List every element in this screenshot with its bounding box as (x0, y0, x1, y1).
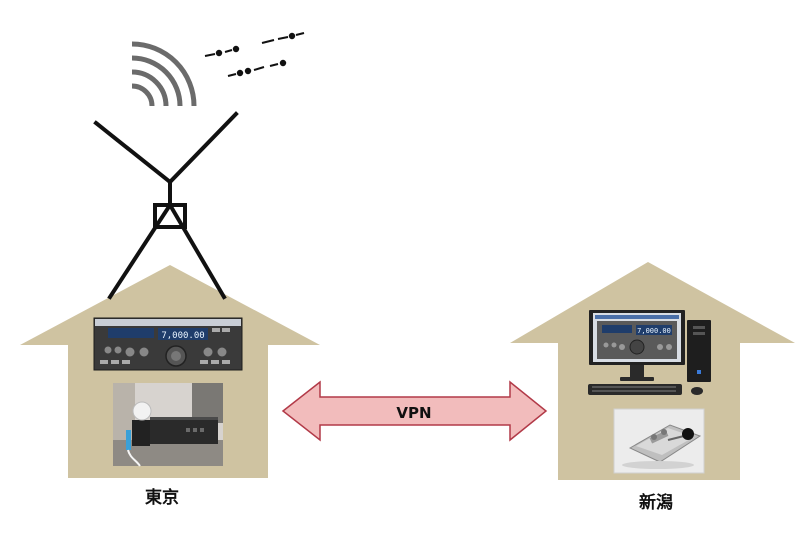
morse-code-icon (204, 32, 305, 77)
monitor-frequency-display: 7,000.00 (637, 327, 671, 335)
niigata-label: 新潟 (639, 492, 673, 513)
tower-pc-icon (687, 320, 711, 382)
mini-pc-photo (113, 383, 223, 467)
vpn-double-arrow (281, 380, 548, 442)
transceiver-icon: 7,000.00 (93, 317, 243, 371)
keyboard-icon (588, 384, 682, 395)
vpn-label: VPN (396, 404, 431, 422)
niigata-house (510, 262, 795, 480)
radio-frequency-display: 7,000.00 (161, 331, 204, 341)
radio-wave-icon (131, 41, 197, 107)
antenna-icon (93, 111, 239, 300)
monitor-icon: 7,000.00 (589, 310, 685, 381)
morse-key-photo (613, 408, 705, 474)
mouse-icon (691, 387, 703, 395)
tokyo-label: 東京 (145, 487, 179, 508)
